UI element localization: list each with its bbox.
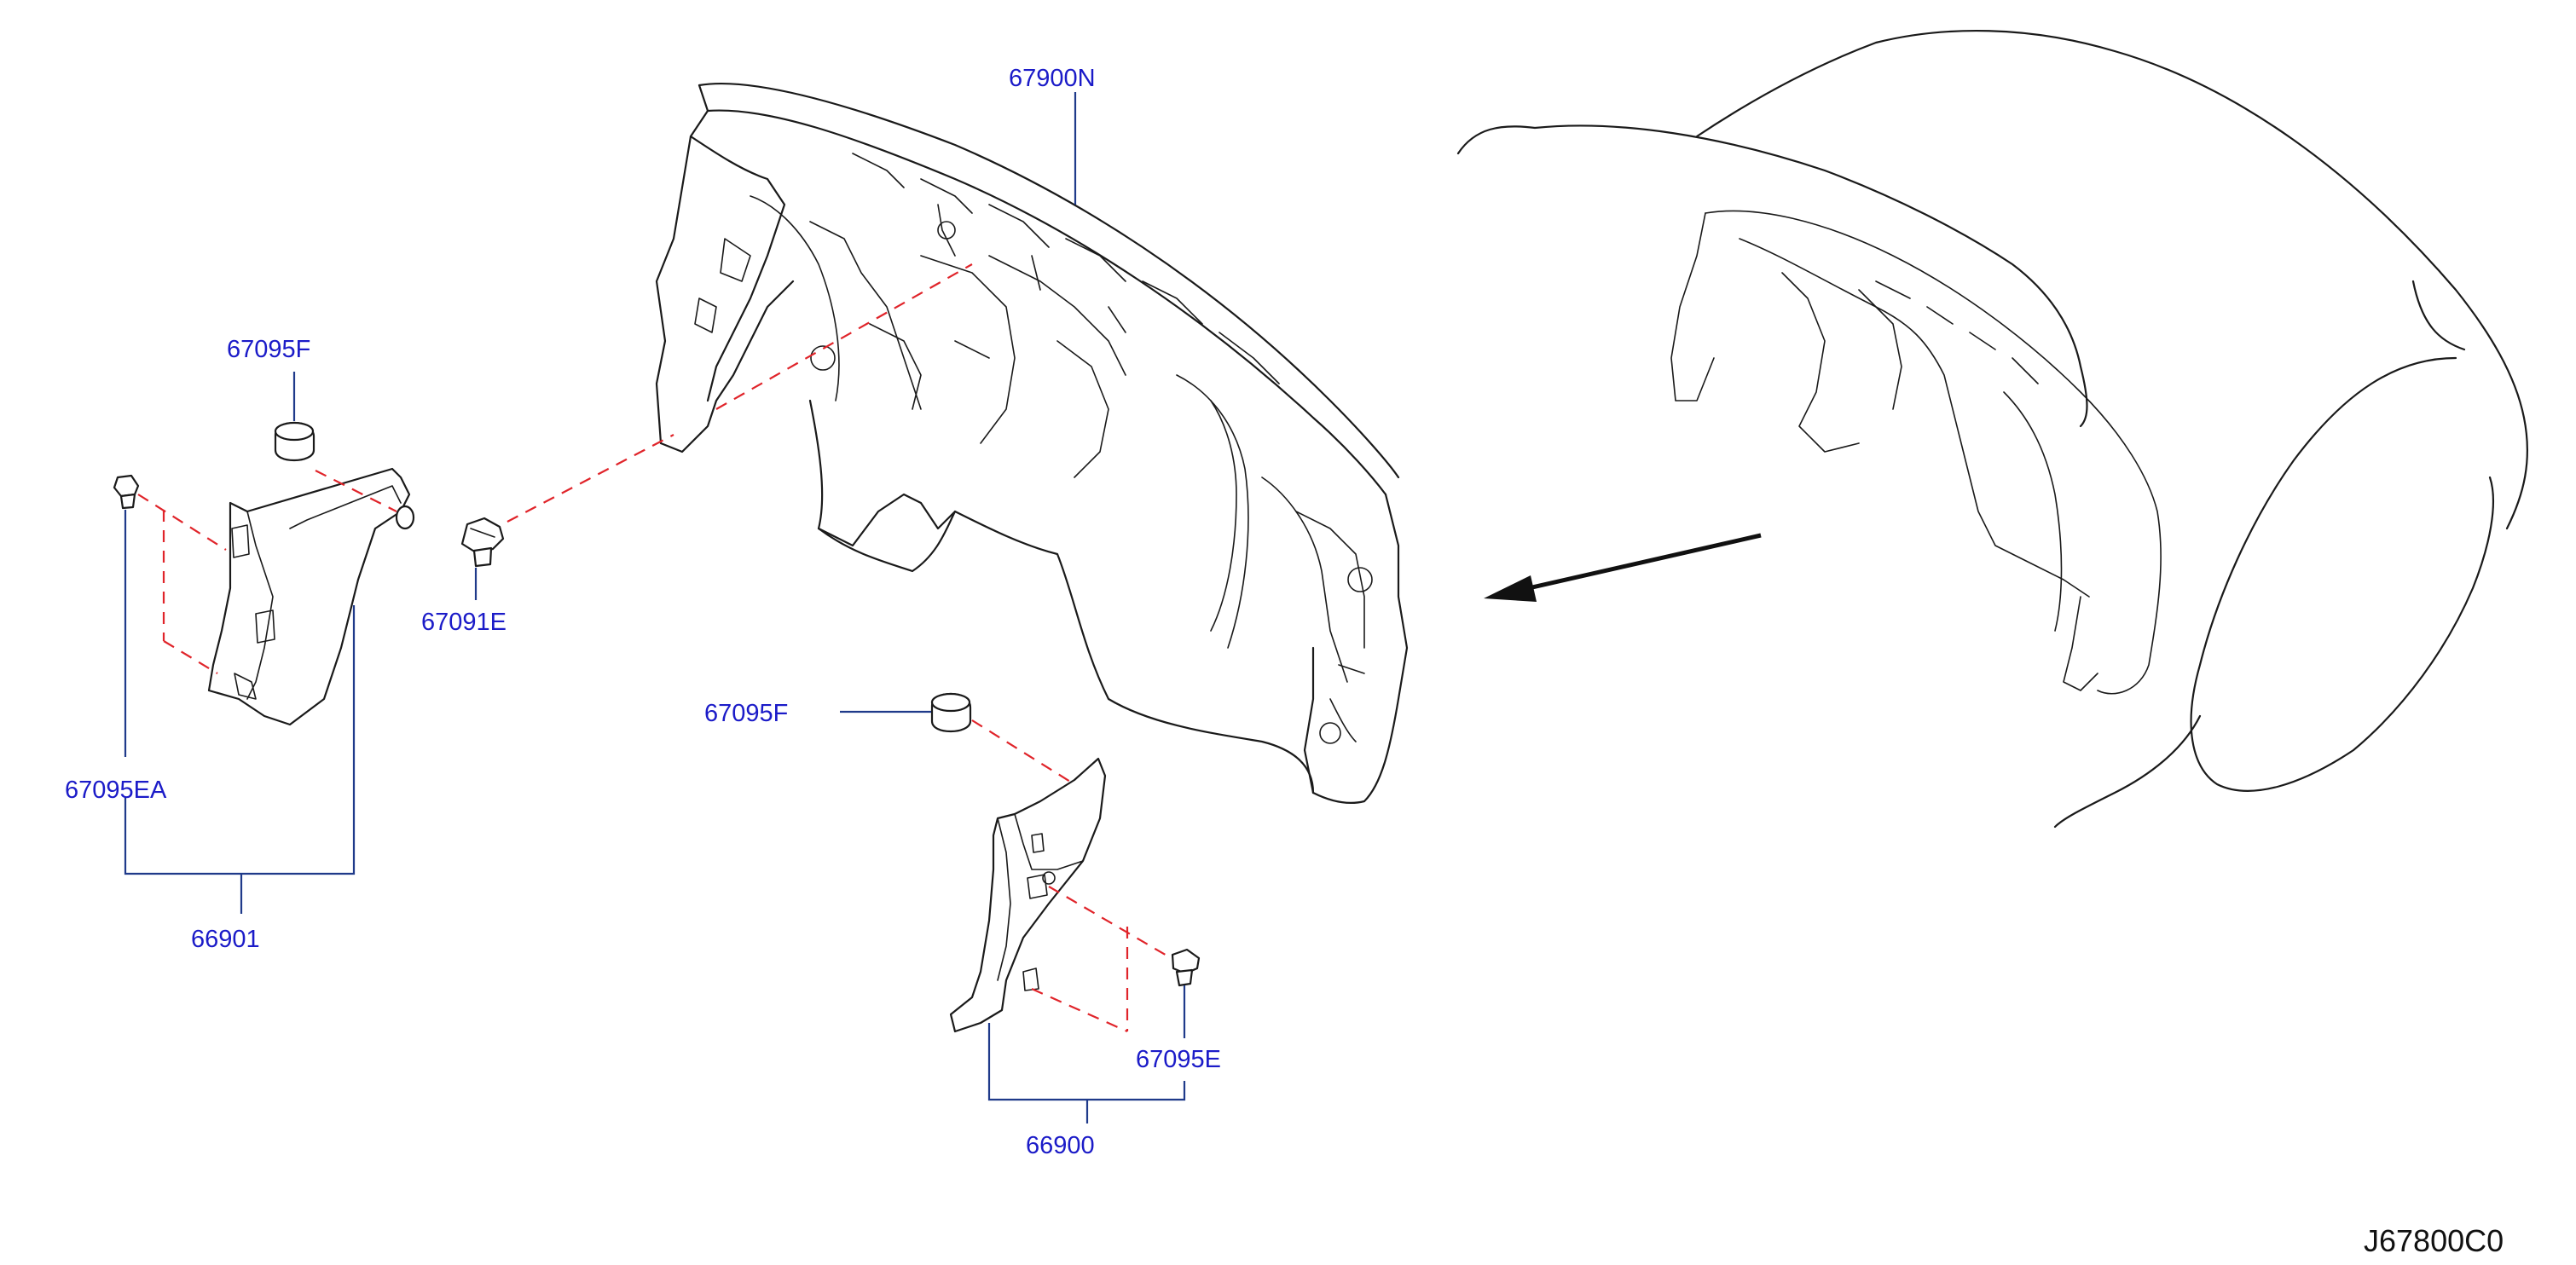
callout-67095e[interactable]: 67095E: [1136, 1046, 1221, 1073]
callout-67091e[interactable]: 67091E: [421, 609, 507, 636]
assembly-dashed-lines: [137, 263, 1169, 1033]
side-trim-rh: [949, 757, 1107, 1033]
callout-67900n[interactable]: 67900N: [1009, 65, 1096, 92]
clip-67095ea: [113, 474, 140, 510]
clip-67095f-lower: [930, 692, 972, 733]
callout-67095f-upper[interactable]: 67095F: [227, 336, 310, 363]
vehicle-location-view: [1456, 29, 2529, 829]
clip-67091e: [460, 517, 505, 568]
clip-67095e: [1171, 948, 1201, 987]
leader-lines: [124, 92, 1186, 1123]
callout-67095ea[interactable]: 67095EA: [65, 777, 167, 804]
callout-66901[interactable]: 66901: [191, 926, 260, 953]
side-trim-lh: [207, 467, 415, 726]
arrow-left-icon: [1484, 533, 1762, 602]
clip-67095f-upper: [274, 421, 315, 462]
callout-66900[interactable]: 66900: [1026, 1132, 1095, 1159]
dash-insulator-panel: [655, 83, 1409, 805]
callout-labels: 67900N 67095F 67091E 67095EA 66901 67095…: [65, 65, 1221, 1159]
callout-67095f-lower[interactable]: 67095F: [704, 700, 788, 727]
diagram-code: J67800C0: [2364, 1223, 2504, 1258]
